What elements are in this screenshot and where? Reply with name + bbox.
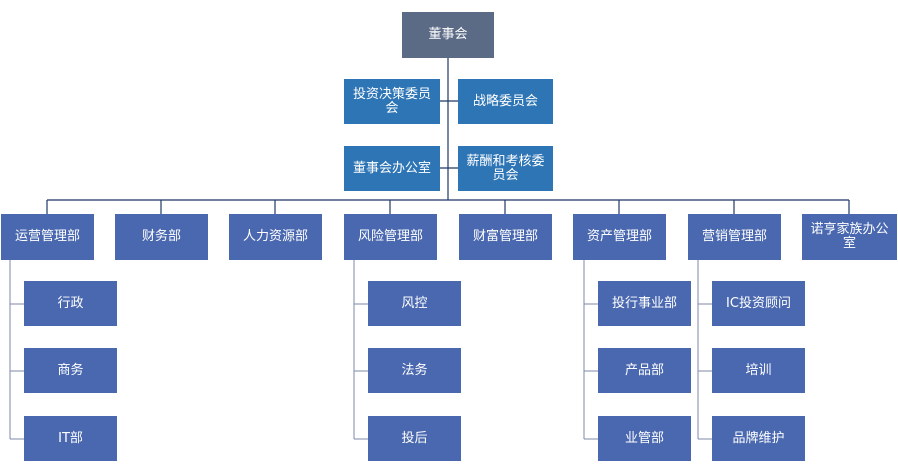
department-node-operations: 运营管理部 bbox=[1, 214, 94, 260]
board-office-node: 董事会办公室 bbox=[344, 146, 440, 191]
investment-committee-node: 投资决策委员会 bbox=[344, 79, 440, 124]
sub-unit-investment-banking: 投行事业部 bbox=[598, 281, 691, 326]
department-node-wealth: 财富管理部 bbox=[459, 214, 552, 260]
sub-unit-legal: 法务 bbox=[368, 348, 461, 393]
sub-unit-post-investment: 投后 bbox=[368, 416, 461, 461]
department-node-finance: 财务部 bbox=[115, 214, 208, 260]
sub-unit-training: 培训 bbox=[712, 348, 805, 393]
compensation-committee-node: 薪酬和考核委员会 bbox=[458, 146, 553, 191]
sub-unit-ic-advisor: IC投资顾问 bbox=[712, 281, 805, 326]
department-node-risk: 风险管理部 bbox=[344, 214, 437, 260]
sub-unit-business-management: 业管部 bbox=[598, 416, 691, 461]
sub-unit-it: IT部 bbox=[24, 416, 117, 461]
department-node-marketing: 营销管理部 bbox=[688, 214, 781, 260]
sub-unit-brand: 品牌维护 bbox=[712, 416, 805, 461]
sub-unit-risk-control: 风控 bbox=[368, 281, 461, 326]
department-node-family-office: 诺亨家族办公室 bbox=[802, 214, 897, 260]
sub-unit-business: 商务 bbox=[24, 348, 117, 393]
board-of-directors-node: 董事会 bbox=[402, 12, 494, 58]
department-node-asset: 资产管理部 bbox=[573, 214, 666, 260]
sub-unit-product: 产品部 bbox=[598, 348, 691, 393]
strategy-committee-node: 战略委员会 bbox=[458, 79, 553, 124]
department-node-hr: 人力资源部 bbox=[229, 214, 322, 260]
sub-unit-admin: 行政 bbox=[24, 281, 117, 326]
